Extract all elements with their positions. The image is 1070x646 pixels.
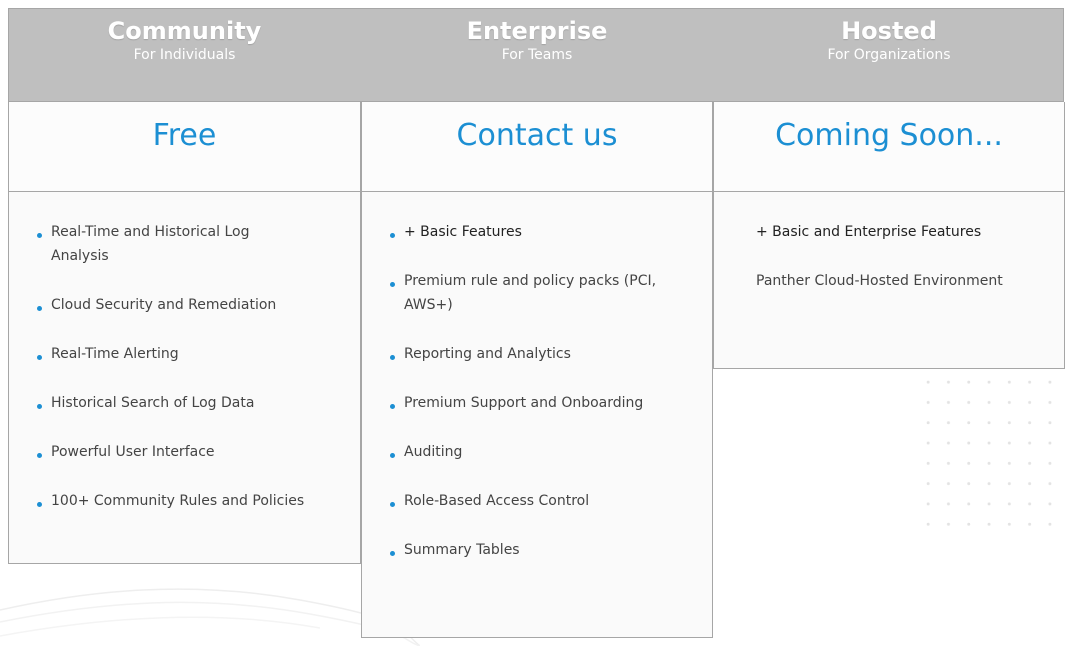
plan-card-enterprise: Enterprise For Teams Contact us + Basic …	[361, 8, 713, 638]
price-box: Contact us	[361, 102, 713, 192]
feature-text: Powerful User Interface	[51, 444, 215, 460]
bullet-icon	[37, 404, 42, 409]
feature-text: + Basic Features	[404, 224, 522, 240]
bullet-icon	[390, 355, 395, 360]
feature-text: Panther Cloud-Hosted Environment	[756, 273, 1003, 289]
feature-item: Powerful User Interface	[37, 440, 310, 464]
feature-item: Auditing	[390, 440, 662, 464]
price-box: Free	[8, 102, 361, 192]
bullet-icon	[37, 306, 42, 311]
feature-text: 100+ Community Rules and Policies	[51, 493, 305, 509]
bullet-icon	[390, 453, 395, 458]
bullet-icon	[390, 551, 395, 556]
feature-text: Reporting and Analytics	[404, 346, 571, 362]
feature-list: Real-Time and Historical Log Analysis Cl…	[8, 192, 361, 564]
plan-card-hosted: Hosted For Organizations Coming Soon... …	[713, 8, 1065, 369]
bullet-icon	[390, 282, 395, 287]
feature-text: Cloud Security and Remediation	[51, 297, 277, 313]
plan-subtitle: For Teams	[501, 47, 573, 63]
bullet-icon	[37, 355, 42, 360]
feature-text: Summary Tables	[404, 542, 520, 558]
feature-text: Real-Time Alerting	[51, 346, 179, 362]
plans-header-band	[8, 8, 1064, 102]
feature-item: Premium Support and Onboarding	[390, 391, 662, 415]
decorative-wave	[0, 588, 420, 646]
feature-text: Premium rule and policy packs (PCI, AWS+…	[404, 273, 657, 313]
plan-header: Enterprise For Teams	[361, 8, 713, 102]
feature-item: Premium rule and policy packs (PCI, AWS+…	[390, 269, 662, 317]
feature-text: Premium Support and Onboarding	[404, 395, 644, 411]
feature-text: Real-Time and Historical Log Analysis	[51, 224, 250, 264]
feature-text: + Basic and Enterprise Features	[756, 224, 982, 240]
feature-item: Cloud Security and Remediation	[37, 293, 310, 317]
plan-name: Community	[107, 17, 262, 45]
feature-text: Role-Based Access Control	[404, 493, 590, 509]
feature-list: + Basic Features Premium rule and policy…	[361, 192, 713, 638]
feature-text: Auditing	[404, 444, 463, 460]
feature-item: + Basic Features	[390, 220, 662, 244]
bullet-icon	[37, 502, 42, 507]
plan-subtitle: For Organizations	[827, 47, 951, 63]
plan-name: Hosted	[841, 17, 937, 45]
feature-item: Reporting and Analytics	[390, 342, 662, 366]
plan-name: Enterprise	[466, 17, 608, 45]
feature-item: 100+ Community Rules and Policies	[37, 489, 310, 513]
feature-text: Historical Search of Log Data	[51, 395, 255, 411]
price-box: Coming Soon...	[713, 102, 1065, 192]
bullet-icon	[37, 233, 42, 238]
feature-item: Historical Search of Log Data	[37, 391, 310, 415]
feature-item: Role-Based Access Control	[390, 489, 662, 513]
feature-item: Real-Time Alerting	[37, 342, 310, 366]
feature-item: Real-Time and Historical Log Analysis	[37, 220, 310, 268]
bullet-icon	[390, 404, 395, 409]
plan-price-contact-link[interactable]: Contact us	[456, 118, 618, 153]
bullet-icon	[37, 453, 42, 458]
feature-list: + Basic and Enterprise Features Panther …	[713, 192, 1065, 369]
feature-item: Summary Tables	[390, 538, 662, 562]
feature-item: + Basic and Enterprise Features	[756, 220, 1014, 244]
plan-price: Coming Soon...	[775, 118, 1003, 153]
feature-item: Panther Cloud-Hosted Environment	[756, 269, 1014, 293]
decorative-dot-grid	[918, 372, 1068, 540]
plan-card-community: Community For Individuals Free Real-Time…	[8, 8, 361, 564]
plan-header: Hosted For Organizations	[713, 8, 1065, 102]
plan-subtitle: For Individuals	[133, 47, 236, 63]
bullet-icon	[390, 502, 395, 507]
plan-price: Free	[152, 118, 217, 153]
plan-header: Community For Individuals	[8, 8, 361, 102]
bullet-icon	[390, 233, 395, 238]
